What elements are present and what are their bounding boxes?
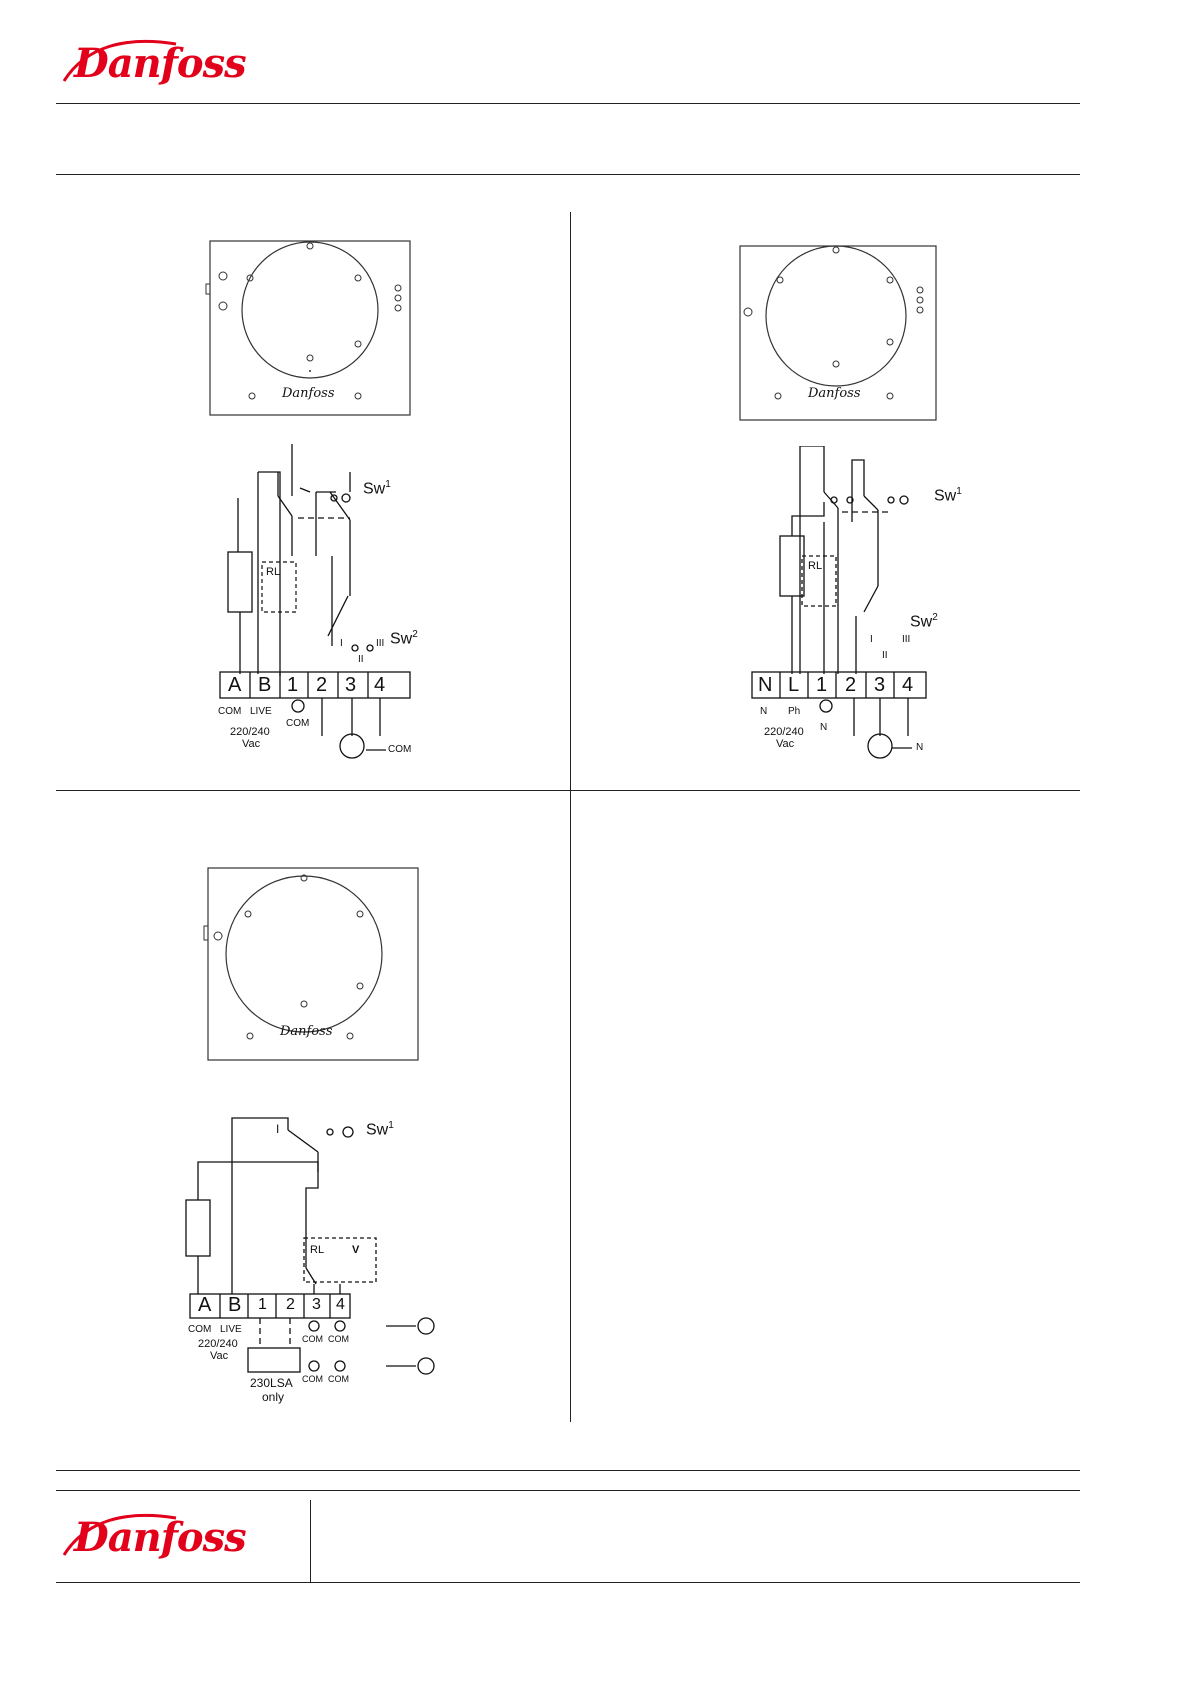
terminal-b-c: B xyxy=(228,1294,241,1317)
supply-voltage-a: 220/240 xyxy=(230,726,270,738)
relay-label-a: RL xyxy=(266,566,280,578)
supply-voltage-b: 220/240 xyxy=(764,726,804,738)
footer-danfoss-logo: Danfoss xyxy=(74,1514,246,1561)
wiring-lines-c xyxy=(176,1108,506,1418)
label-com-a: COM xyxy=(218,706,241,717)
header-rule-top xyxy=(56,103,1080,104)
column-divider xyxy=(570,212,571,1422)
terminal-4: 4 xyxy=(374,674,385,697)
supply-voltage-c: 220/240 xyxy=(198,1338,238,1350)
label-n-1-b: N xyxy=(820,722,827,733)
terminal-2-c: 2 xyxy=(286,1296,295,1314)
terminal-b: B xyxy=(258,674,271,697)
label-com-1-a: COM xyxy=(286,718,309,729)
panel-a: Danfoss xyxy=(180,236,460,422)
thermostat-front-b xyxy=(722,236,1002,422)
label-live-a: LIVE xyxy=(250,706,272,717)
speed-3-label-a: III xyxy=(376,638,384,649)
label-com-4b-c: COM xyxy=(328,1374,349,1384)
relay-label-c: RL xyxy=(310,1244,324,1256)
speed-2-label-a: II xyxy=(358,654,364,665)
relay-label-b: RL xyxy=(808,560,822,572)
speed-3-label-b: III xyxy=(902,634,910,645)
panel-b: Danfoss xyxy=(722,236,1002,422)
wiring-diagram-c: Sw1 I RL V A B 1 2 3 4 COM LIVE COM COM … xyxy=(176,1108,506,1418)
header-logo: Danfoss xyxy=(56,26,236,96)
speed-1-label-a: I xyxy=(340,638,343,649)
sw1-label-b: Sw1 xyxy=(934,486,962,505)
device-logo-c: Danfoss xyxy=(280,1024,333,1039)
terminal-4-c: 4 xyxy=(336,1296,345,1314)
wiring-lines-b xyxy=(742,446,1042,766)
thermostat-front-c xyxy=(200,864,480,1064)
terminal-3-b: 3 xyxy=(874,674,885,697)
terminal-n: N xyxy=(758,674,772,697)
label-com-4-c: COM xyxy=(328,1334,349,1344)
header-rule-bottom xyxy=(56,174,1080,175)
footer-rule-2 xyxy=(56,1490,1080,1491)
label-live-c: LIVE xyxy=(220,1324,242,1335)
supply-vac-a: Vac xyxy=(242,738,260,750)
supply-vac-c: Vac xyxy=(210,1350,228,1362)
footer-divider xyxy=(310,1500,311,1582)
terminal-a: A xyxy=(228,674,241,697)
device-logo-a: Danfoss xyxy=(282,386,335,401)
supply-vac-b: Vac xyxy=(776,738,794,750)
terminal-2: 2 xyxy=(316,674,327,697)
valve-label-c: V xyxy=(352,1244,359,1256)
speed-label-c: I xyxy=(276,1122,279,1136)
terminal-3-c: 3 xyxy=(312,1296,321,1314)
danfoss-logo: Danfoss xyxy=(74,40,246,87)
option-230lsa: 230LSA xyxy=(250,1376,293,1390)
panel-c: Danfoss xyxy=(200,864,480,1064)
footer-rule-1 xyxy=(56,1470,1080,1471)
label-ph-b: Ph xyxy=(788,706,800,717)
terminal-a-c: A xyxy=(198,1294,211,1317)
wiring-diagram-a: Sw1 Sw2 I II III RL A B 1 2 3 4 COM LIVE… xyxy=(180,436,480,766)
speed-2-label-b: II xyxy=(882,650,888,661)
sw2-label-a: Sw2 xyxy=(390,629,418,648)
terminal-1-c: 1 xyxy=(258,1296,267,1314)
label-com-motor-a: COM xyxy=(388,744,411,755)
label-com-3-c: COM xyxy=(302,1334,323,1344)
row-divider xyxy=(56,790,1080,791)
footer-logo: Danfoss xyxy=(56,1500,236,1570)
terminal-2-b: 2 xyxy=(845,674,856,697)
terminal-1-b: 1 xyxy=(816,674,827,697)
footer-rule-3 xyxy=(56,1582,1080,1583)
speed-1-label-b: I xyxy=(870,634,873,645)
option-only: only xyxy=(262,1390,284,1404)
sw1-label-a: Sw1 xyxy=(363,479,391,498)
sw1-label-c: Sw1 xyxy=(366,1120,394,1139)
label-com-3b-c: COM xyxy=(302,1374,323,1384)
terminal-3: 3 xyxy=(345,674,356,697)
sw2-label-b: Sw2 xyxy=(910,612,938,631)
device-logo-b: Danfoss xyxy=(808,386,861,401)
label-n-b: N xyxy=(760,706,767,717)
terminal-4-b: 4 xyxy=(902,674,913,697)
label-n-motor-b: N xyxy=(916,742,923,753)
terminal-l: L xyxy=(788,674,799,697)
terminal-1: 1 xyxy=(287,674,298,697)
label-com-c: COM xyxy=(188,1324,211,1335)
wiring-diagram-b: Sw1 Sw2 I II III RL N L 1 2 3 4 N Ph N N… xyxy=(742,446,1042,766)
